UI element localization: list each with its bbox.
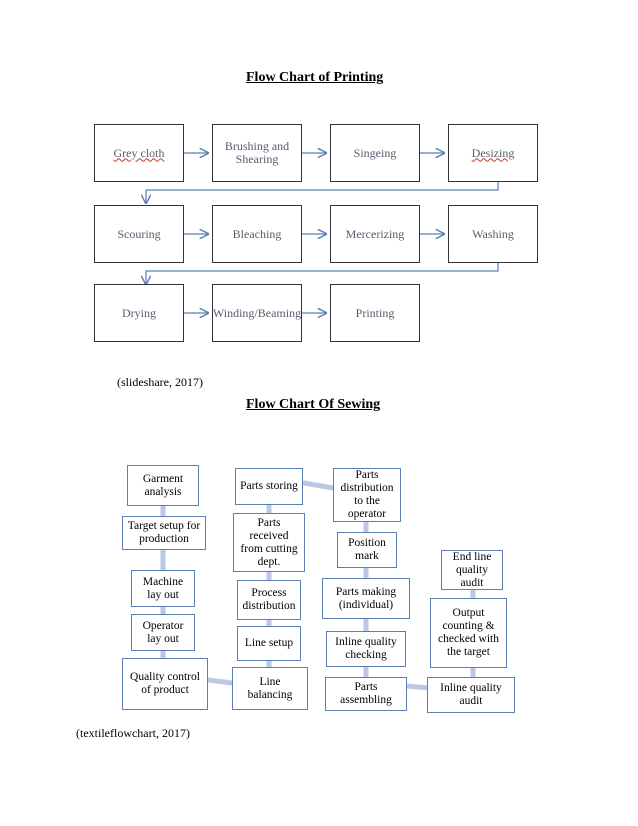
sew-garment-analysis: Garment analysis xyxy=(127,465,199,506)
sew-quality-control: Quality control of product xyxy=(122,658,208,710)
sew-label: Process distribution xyxy=(242,587,296,612)
sew-parts-received: Parts received from cutting dept. xyxy=(233,513,305,572)
sew-label: Inline quality checking xyxy=(335,636,397,661)
step-brushing-shearing: Brushing and Shearing xyxy=(212,124,302,182)
sew-machine-layout: Machine lay out xyxy=(131,570,195,607)
step-label: Desizing xyxy=(471,145,515,160)
step-label: Washing xyxy=(472,226,514,241)
step-label: Singeing xyxy=(353,145,397,160)
sew-output-counting: Output counting & checked with the targe… xyxy=(430,598,507,668)
step-label: Scouring xyxy=(117,226,161,241)
sew-label: Operator lay out xyxy=(142,619,184,645)
step-printing: Printing xyxy=(330,284,420,342)
sew-label: Machine lay out xyxy=(142,575,184,601)
sew-label: Line balancing xyxy=(247,675,293,701)
sewing-caption: (textileflowchart, 2017) xyxy=(76,726,190,740)
sew-line-setup: Line setup xyxy=(237,626,301,661)
sew-inline-quality-checking: Inline quality checking xyxy=(326,631,406,667)
step-desizing: Desizing xyxy=(448,124,538,182)
step-bleaching: Bleaching xyxy=(212,205,302,263)
sewing-flowchart-title: Flow Chart Of Sewing xyxy=(246,397,381,412)
step-singeing: Singeing xyxy=(330,124,420,182)
step-label: Drying xyxy=(122,305,156,320)
sew-end-line-audit: End line quality audit xyxy=(441,550,503,590)
step-washing: Washing xyxy=(448,205,538,263)
sew-operator-layout: Operator lay out xyxy=(131,614,195,651)
sew-label: Inline quality audit xyxy=(440,682,502,707)
step-label: Winding/Beaming xyxy=(212,305,302,320)
sew-label: Output counting & checked with the targe… xyxy=(438,607,499,658)
sew-label: Line setup xyxy=(244,637,294,649)
step-label: Brushing and Shearing xyxy=(224,139,290,166)
step-drying: Drying xyxy=(94,284,184,342)
step-label: Printing xyxy=(355,305,395,320)
sew-label: Target setup for production xyxy=(127,520,201,545)
sew-parts-distribution: Parts distribution to the operator xyxy=(333,468,401,522)
printing-caption: (slideshare, 2017) xyxy=(117,375,203,389)
sew-parts-storing: Parts storing xyxy=(235,468,303,505)
step-winding-beaming: Winding/Beaming xyxy=(212,284,302,342)
sew-label: Parts storing xyxy=(240,480,298,492)
sew-label: Parts assembling xyxy=(340,681,392,706)
sew-inline-quality-audit: Inline quality audit xyxy=(427,677,515,713)
sew-label: Position mark xyxy=(348,537,386,562)
step-mercerizing: Mercerizing xyxy=(330,205,420,263)
step-label: Grey cloth xyxy=(113,145,165,160)
sew-position-mark: Position mark xyxy=(337,532,397,568)
sew-label: End line quality audit xyxy=(452,550,492,589)
sew-parts-making: Parts making (individual) xyxy=(322,578,410,619)
sew-label: Parts making (individual) xyxy=(335,585,397,611)
sew-label: Parts received from cutting dept. xyxy=(240,516,298,568)
printing-flowchart-title: Flow Chart of Printing xyxy=(246,70,384,85)
sew-line-balancing: Line balancing xyxy=(232,667,308,710)
sew-label: Quality control of product xyxy=(130,671,200,696)
step-grey-cloth: Grey cloth xyxy=(94,124,184,182)
sew-label: Garment analysis xyxy=(142,472,184,498)
step-scouring: Scouring xyxy=(94,205,184,263)
sew-label: Parts distribution to the operator xyxy=(340,469,394,520)
sew-target-setup: Target setup for production xyxy=(122,516,206,550)
step-label: Mercerizing xyxy=(345,226,405,241)
sew-process-distribution: Process distribution xyxy=(237,580,301,620)
step-label: Bleaching xyxy=(232,226,282,241)
sew-parts-assembling: Parts assembling xyxy=(325,677,407,711)
